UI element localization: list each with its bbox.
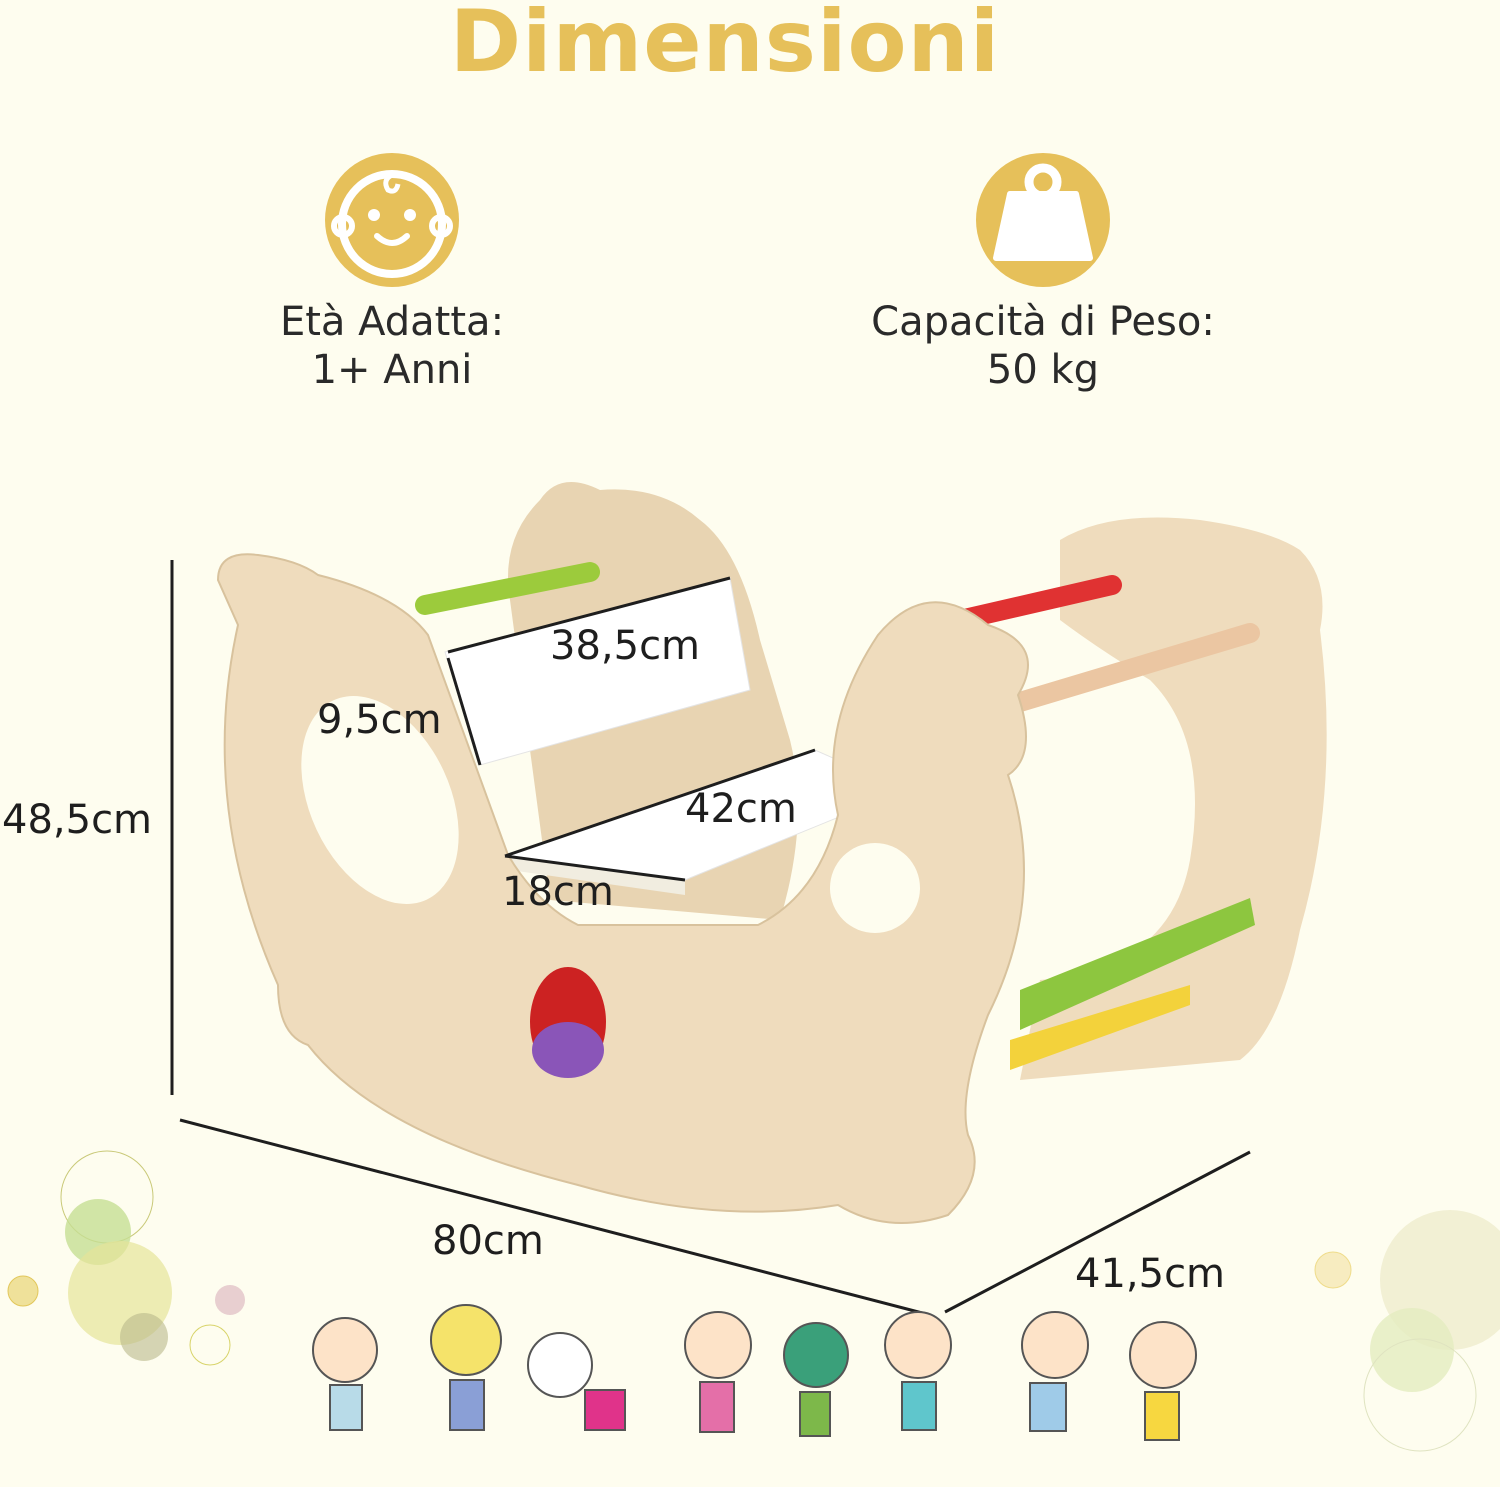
- height-label: 48,5cm: [2, 797, 153, 843]
- kids-illustration: [312, 1304, 1197, 1441]
- feature-age-label: Età Adatta:: [279, 299, 505, 345]
- weight-icon: [976, 153, 1110, 287]
- depth-label: 41,5cm: [1075, 1251, 1226, 1297]
- seat-depth-label: 18cm: [502, 869, 614, 915]
- baby-face-icon: [325, 153, 459, 287]
- page-title: Dimensioni: [449, 0, 1001, 92]
- backrest-width-label: 38,5cm: [550, 623, 701, 669]
- feature-age-value: 1+ Anni: [311, 347, 473, 393]
- seat-width-label: 42cm: [685, 786, 797, 832]
- feature-weight-label: Capacità di Peso:: [871, 299, 1215, 345]
- feature-weight-value: 50 kg: [986, 347, 1100, 393]
- back-right-panel: [1020, 517, 1327, 1080]
- feature-age: Età Adatta: 1+ Anni: [132, 298, 652, 394]
- front-left-panel: [216, 553, 1029, 1224]
- length-label: 80cm: [432, 1218, 544, 1264]
- dimension-arrows: [170, 560, 1251, 1317]
- feature-weight: Capacità di Peso: 50 kg: [783, 298, 1303, 394]
- backrest-height-label: 9,5cm: [317, 697, 442, 743]
